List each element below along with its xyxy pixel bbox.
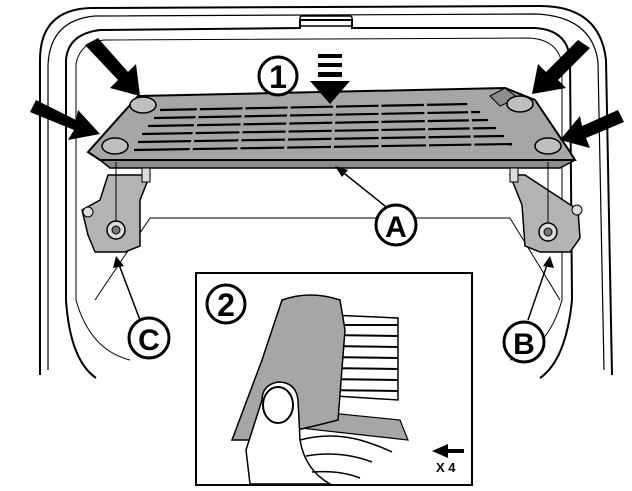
bracket-left: [81, 162, 152, 253]
corner-pad: [101, 137, 129, 155]
press-arrow-icon: [560, 110, 624, 148]
callout-1-label: 1: [269, 59, 287, 95]
corner-pad: [129, 96, 157, 114]
callout-1: 1: [257, 55, 299, 97]
corner-pad: [506, 95, 534, 113]
callout-C-label: C: [138, 324, 160, 357]
callout-A-label: A: [385, 211, 407, 244]
callout-2-label: 2: [217, 287, 235, 323]
down-arrow-icon: [310, 54, 350, 104]
callout-B-label: B: [513, 328, 535, 361]
callout-2: 2: [205, 283, 247, 325]
repeat-count-label: X 4: [436, 460, 456, 475]
inset-cleaning-panel: 2 X 4: [195, 272, 473, 486]
press-arrow-icon: [85, 38, 140, 96]
appliance-housing: [39, 4, 613, 379]
press-arrow-icon: [532, 40, 590, 94]
callout-B: B: [502, 320, 546, 364]
press-arrows: [30, 38, 624, 148]
callout-A: A: [374, 203, 418, 247]
swipe-arrow-icon: [432, 444, 464, 458]
leader-lines: [117, 169, 549, 321]
callout-C: C: [127, 316, 171, 360]
grease-filter: [86, 86, 577, 169]
corner-pad: [534, 137, 562, 155]
bracket-right: [508, 162, 583, 253]
press-arrow-icon: [30, 100, 100, 140]
